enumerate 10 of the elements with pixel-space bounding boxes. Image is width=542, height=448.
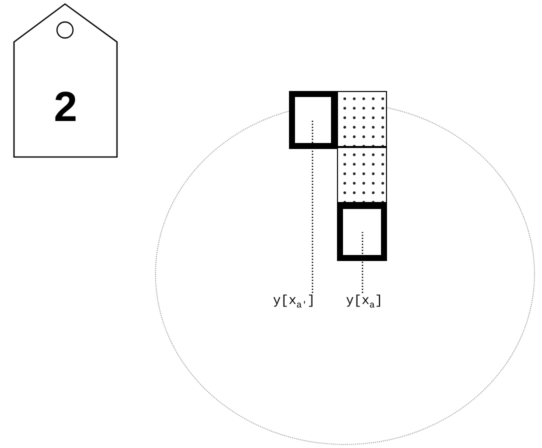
thick-square (289, 91, 337, 149)
tag-card (13, 3, 118, 158)
dotted-square (337, 147, 387, 203)
thick-square (337, 203, 387, 261)
variable-label: y[x$_{a}$] (346, 293, 406, 311)
tag-number: 2 (52, 83, 78, 131)
leader-line (362, 232, 364, 293)
leader-line (312, 120, 314, 293)
variable-label: y[x$_{a'}$] (273, 293, 337, 311)
dotted-square (337, 91, 387, 147)
